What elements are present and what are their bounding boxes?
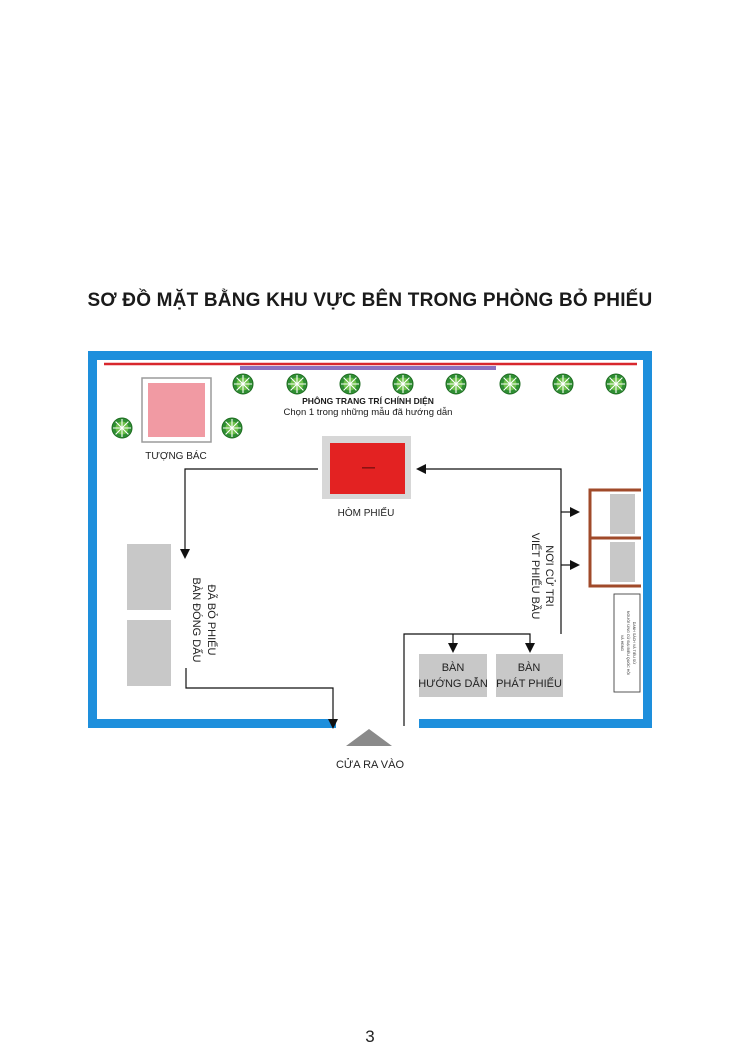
- room-walls: [88, 351, 652, 728]
- arrow-icon: [185, 668, 338, 729]
- candidate-list-board: DANH SÁCH VÀ TIỂU SỬ NGƯỜI ỨNG CỬ ĐẠI BI…: [613, 593, 641, 693]
- potted-plant-icon: [552, 373, 574, 395]
- booth-label-2: VIẾT PHIẾU BẦU: [529, 533, 542, 620]
- potted-plant-icon: [339, 373, 361, 395]
- arrow-icon: [403, 633, 535, 726]
- issue-table-label-2: PHÁT PHIẾU: [496, 677, 562, 690]
- guide-table-label: BÀN: [442, 661, 465, 674]
- issue-table: [496, 654, 563, 697]
- voter-flow-arrows: [180, 464, 580, 729]
- page-number: 3: [365, 1027, 375, 1046]
- door-marker: [346, 729, 392, 746]
- guide-table: [419, 654, 487, 697]
- decor-heading: PHÔNG TRANG TRÍ CHÍNH DIỆN: [302, 395, 434, 406]
- voting-booths: [588, 488, 641, 588]
- arrow-icon: [416, 464, 562, 491]
- decor-note: Chọn 1 trong những mẫu đã hướng dẫn: [284, 407, 453, 418]
- potted-plant-icon: [221, 417, 243, 439]
- potted-plant-icon: [286, 373, 308, 395]
- potted-plant-icon: [445, 373, 467, 395]
- issue-table-label: BÀN: [518, 661, 541, 674]
- potted-plant-icon: [392, 373, 414, 395]
- stamp-tables: [127, 544, 171, 686]
- stamp-table-label: BÀN ĐÓNG DẤU: [190, 578, 203, 663]
- page-title: SƠ ĐỒ MẶT BẰNG KHU VỰC BÊN TRONG PHÒNG B…: [87, 290, 653, 311]
- board-text-3: VÀ HĐND: [620, 635, 624, 652]
- board-text-2: NGƯỜI ỨNG CỬ ĐẠI BIỂU QUỐC HỘI: [626, 611, 631, 675]
- potted-plant-icon: [605, 373, 627, 395]
- board-text-1: DANH SÁCH VÀ TIỂU SỬ: [632, 622, 637, 665]
- potted-plant-icon: [111, 417, 133, 439]
- ballot-box-label: HÒM PHIẾU: [338, 506, 395, 519]
- statue-label: TƯỢNG BÁC: [145, 449, 207, 462]
- arrow-icon: [180, 468, 318, 559]
- ballot-box: [322, 436, 411, 499]
- statue-stand: [141, 377, 212, 443]
- potted-plant-icon: [499, 373, 521, 395]
- stamp-table-label-2: ĐÃ BỎ PHIẾU: [205, 585, 218, 656]
- guide-table-label-2: HƯỚNG DẪN: [418, 677, 488, 690]
- booth-label: NƠI CỬ TRI: [543, 545, 556, 606]
- door-label: CỬA RA VÀO: [336, 758, 405, 771]
- potted-plant-icon: [232, 373, 254, 395]
